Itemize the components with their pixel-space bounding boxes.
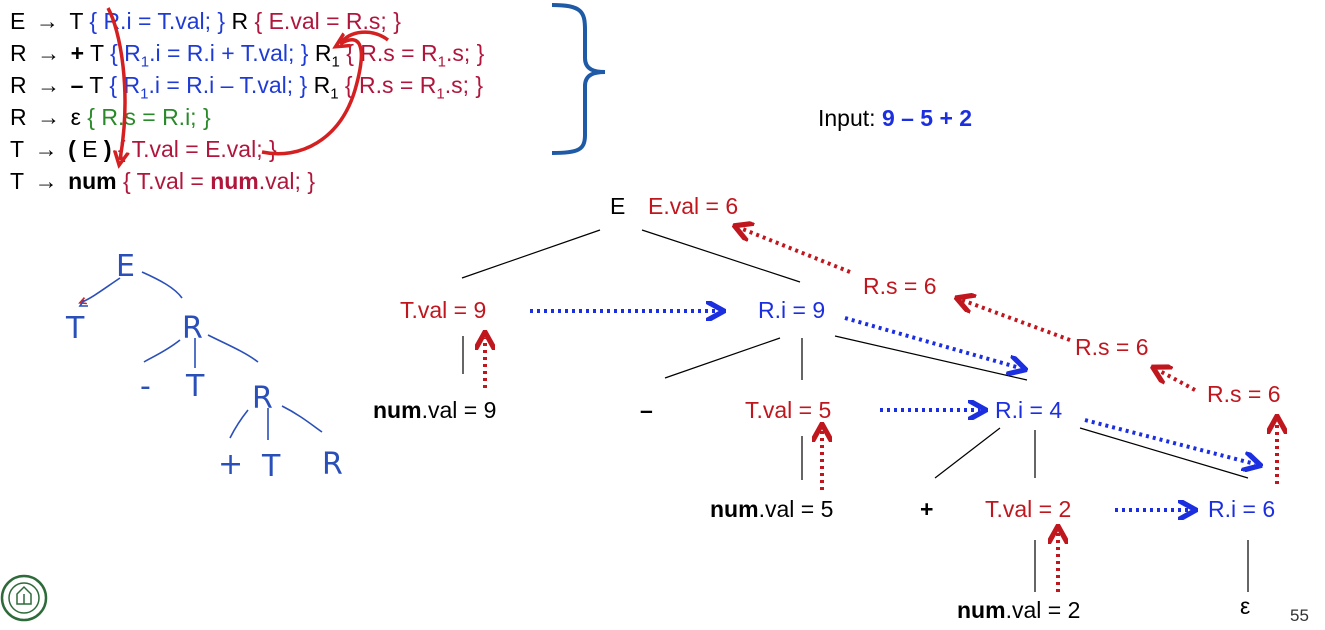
production-part: R	[231, 8, 249, 34]
production-part: .i = R.i + T.val; }	[149, 40, 315, 66]
sketch-R-2: R	[252, 381, 273, 416]
production-part: ε	[70, 104, 81, 130]
production-5: T → ( E ) { T.val = E.val; }	[10, 134, 277, 164]
num-keyword-9: num	[373, 397, 422, 423]
sketch-E: E	[116, 249, 135, 284]
node-plus: +	[920, 496, 934, 522]
node-num-5: num.val = 5	[710, 495, 833, 523]
node-minus: –	[640, 397, 653, 423]
production-part: .val; }	[258, 168, 316, 194]
tree-edges	[461, 229, 1249, 592]
production-part: .s; }	[445, 40, 485, 66]
production-part: 1	[437, 53, 446, 71]
node-R-i-4: R.i = 4	[995, 397, 1063, 423]
num-keyword-2: num	[957, 597, 1006, 623]
node-epsilon: ε	[1240, 593, 1251, 619]
production-part: –	[70, 72, 84, 98]
page-number: 55	[1290, 606, 1309, 625]
university-seal	[0, 574, 48, 622]
production-part: 1	[331, 53, 340, 71]
sketch-plus: +	[218, 447, 243, 482]
sketch-tree-edges	[80, 271, 323, 440]
production-part: E	[75, 136, 104, 162]
production-part: { R	[110, 40, 141, 66]
production-head: R	[10, 72, 27, 98]
node-R-i-9: R.i = 9	[758, 297, 826, 323]
production-part: T	[84, 40, 111, 66]
node-R-s-low: R.s = 6	[1207, 381, 1281, 407]
num-keyword-5: num	[710, 496, 759, 522]
input-expression: 9 – 5 + 2	[881, 105, 973, 131]
production-part: )	[103, 136, 112, 162]
production-arrow: →	[34, 136, 58, 162]
node-num-9: num.val = 9	[373, 396, 496, 424]
production-arrow: →	[35, 8, 59, 34]
production-part: 1	[436, 85, 445, 103]
production-2: R→+ T { R1.i = R.i + T.val; } R1 { R.s =…	[10, 38, 484, 78]
brace-shape	[551, 3, 606, 155]
production-6: T→num { T.val = num.val; }	[10, 166, 315, 196]
hand-curve-top	[338, 30, 390, 46]
production-4: R → ε { R.s = R.i; }	[10, 102, 211, 132]
production-part: +	[70, 40, 85, 66]
production-arrow: →	[37, 72, 61, 98]
production-arrow: →	[37, 104, 61, 130]
sketch-T-1: T	[65, 311, 85, 346]
production-part: 1	[140, 53, 150, 71]
num-val-2: .val = 2	[1005, 597, 1081, 623]
production-part: 1	[330, 85, 339, 103]
production-part: { T.val =	[116, 168, 211, 194]
synthesized-arrows	[485, 228, 1277, 592]
node-R-s-top: R.s = 6	[863, 273, 937, 299]
production-part: T	[83, 72, 110, 98]
hand-arrow-down	[106, 7, 125, 160]
hand-arrow-up	[261, 40, 364, 156]
production-head: T	[10, 168, 25, 194]
production-arrow: →	[34, 168, 58, 194]
production-head: R	[10, 104, 27, 130]
production-part: { E.val = R.s; }	[248, 8, 401, 34]
sketch-T-2: T	[185, 369, 205, 404]
production-3: R→– T { R1.i = R.i – T.val; } R1 { R.s =…	[10, 70, 483, 110]
production-part: .s; }	[444, 72, 484, 98]
sketch-R-3: R	[322, 447, 343, 482]
node-R-s-mid: R.s = 6	[1075, 334, 1149, 360]
input-label: Input: 9 – 5 + 2	[818, 105, 972, 132]
sketch-minus: -	[140, 369, 151, 404]
sketch-T-3: T	[261, 449, 281, 484]
node-E-val: E.val = 6	[648, 193, 739, 219]
production-head: E	[10, 8, 26, 34]
production-arrow: →	[37, 40, 61, 66]
production-head: R	[10, 40, 27, 66]
production-part: T	[69, 8, 83, 34]
node-num-2: num.val = 2	[957, 596, 1080, 624]
sketch-R-1: R	[182, 311, 203, 346]
node-E: E	[610, 193, 626, 219]
node-T-val-5: T.val = 5	[745, 397, 832, 423]
production-head: T	[10, 136, 25, 162]
production-part: { T.val = E.val; }	[111, 136, 277, 162]
node-R-i-6: R.i = 6	[1208, 496, 1276, 522]
production-part: 1	[140, 85, 149, 103]
production-part: .i = R.i – T.val; }	[148, 72, 314, 98]
node-T-val-2: T.val = 2	[985, 496, 1072, 522]
production-part: { R.s = R.i; }	[80, 104, 211, 130]
inherited-arrows	[530, 311, 1255, 510]
input-label-text: Input:	[818, 105, 882, 131]
production-part: num	[210, 168, 259, 194]
production-part: R	[313, 72, 331, 98]
num-val-5: .val = 5	[758, 496, 834, 522]
sketch-tree-labels: E T R - T R + T R	[65, 249, 343, 484]
production-part: (	[68, 136, 76, 162]
production-part: R	[314, 40, 332, 66]
node-T-val-9: T.val = 9	[400, 297, 487, 323]
num-val-9: .val = 9	[421, 397, 497, 423]
production-part: num	[68, 168, 117, 194]
